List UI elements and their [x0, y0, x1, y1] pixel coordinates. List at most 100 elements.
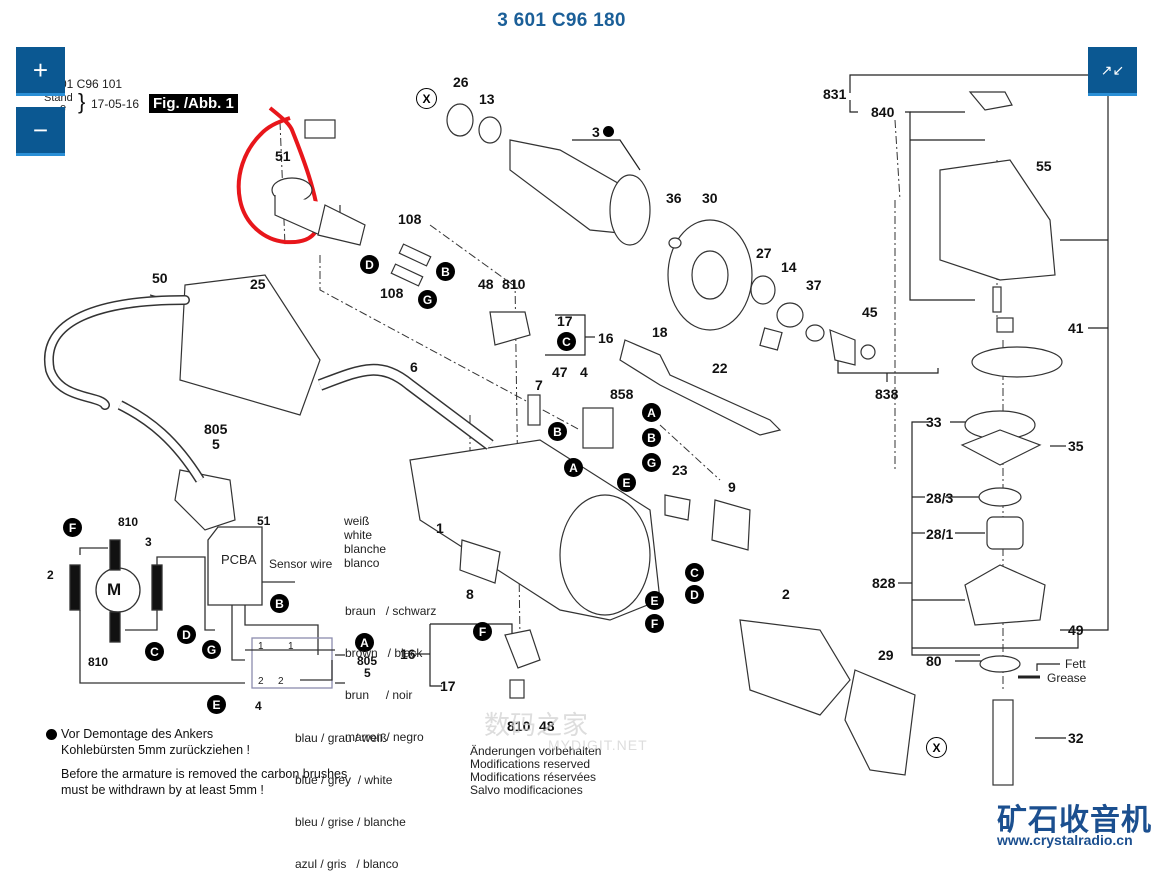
part-label: 840	[871, 104, 895, 120]
note-line: Kohlebürsten 5mm zurückziehen !	[61, 743, 250, 757]
part-label: 18	[652, 324, 668, 340]
part-label: 17	[557, 313, 573, 329]
part-label: 36	[666, 190, 682, 206]
part-label: 35	[1068, 438, 1084, 454]
cord-805-label: 805	[357, 654, 378, 668]
part-label: 22	[712, 360, 728, 376]
part-label: 831	[823, 86, 847, 102]
plug-5-label: 5	[364, 666, 371, 680]
wire-marker-e: E	[207, 695, 226, 714]
part-label: 30	[702, 190, 718, 206]
wiring-schematic	[69, 526, 345, 689]
note-line: Before the armature is removed the carbo…	[61, 767, 348, 781]
brace-glyph: }	[78, 89, 86, 114]
part-label: 29	[878, 647, 894, 663]
bullet-marker-icon	[46, 729, 57, 740]
part-label: 37	[806, 277, 822, 293]
part-25-cover	[179, 274, 321, 416]
red-annotation-circle	[236, 106, 321, 245]
part-label: 26	[453, 74, 469, 90]
zoom-out-button[interactable]: −	[16, 107, 65, 156]
part-label: 27	[756, 245, 772, 261]
wire-marker-d: D	[360, 255, 379, 274]
part-label: 45	[862, 304, 878, 320]
part-label: 55	[1036, 158, 1052, 174]
sensor-wire-label: Sensor wire	[269, 557, 333, 571]
wire-marker-f: F	[473, 622, 492, 641]
armature-removal-note-de: Vor Demontage des Ankers Kohlebürsten 5m…	[61, 726, 250, 758]
part-label: 13	[479, 91, 495, 107]
plus-icon: +	[32, 54, 49, 85]
part-51-capacitor	[304, 119, 336, 139]
wire-marker-c: C	[557, 332, 576, 351]
color-text: brun / noir	[345, 688, 413, 702]
part-label: 838	[875, 386, 899, 402]
note-line: Vor Demontage des Ankers	[61, 727, 214, 741]
part-label: 828	[872, 575, 896, 591]
part-label: 25	[250, 276, 266, 292]
grease-label-de: Fett	[1065, 657, 1086, 671]
figure-label: Fig. /Abb. 1	[149, 94, 238, 113]
x-reference-marker: X	[926, 737, 947, 758]
part-label: 858	[610, 386, 634, 402]
zoom-in-button[interactable]: +	[16, 47, 65, 96]
color-text: blanche	[344, 542, 387, 556]
part-label: 48	[539, 718, 555, 734]
color-text: blue / grey / white	[295, 773, 393, 787]
wire-marker-f: F	[63, 518, 82, 537]
part-label: 80	[926, 653, 942, 669]
part-label: 8	[466, 586, 474, 602]
wire-marker-b: B	[642, 428, 661, 447]
note-line: Modifications reserved	[470, 757, 591, 771]
collapse-view-button[interactable]: ↗↙	[1088, 47, 1137, 96]
part-label: 32	[1068, 730, 1084, 746]
part-label: 17	[440, 678, 456, 694]
wire-marker-a: A	[355, 633, 374, 652]
bracket-828	[911, 421, 980, 656]
part-label: 16	[400, 646, 416, 662]
part-label: 7	[535, 377, 543, 393]
pcba-label: PCBA	[221, 552, 257, 567]
part-label: 49	[1068, 622, 1084, 638]
part-label: 14	[781, 259, 797, 275]
part-label: 28/3	[926, 490, 954, 506]
part-label: 28/1	[926, 526, 954, 542]
wire-color-brown-black-legend: braun / schwarz brown / black brun / noi…	[345, 576, 436, 758]
bullet-marker-icon	[603, 126, 614, 137]
watermark-crystalradio-url: www.crystalradio.cn	[997, 832, 1133, 848]
wire-marker-a: A	[642, 403, 661, 422]
part-838-gear	[971, 346, 1063, 378]
terminal-label: 1	[258, 641, 264, 652]
part-label: 51	[275, 148, 291, 164]
color-text: azul / gris / blanco	[295, 857, 399, 871]
x-reference-marker: X	[416, 88, 437, 109]
wire-marker-d: D	[177, 625, 196, 644]
part-label: 5	[212, 436, 220, 452]
watermark-mydigit: 数码之家	[484, 710, 589, 740]
part-label: 6	[410, 359, 418, 375]
wire-marker-b: B	[436, 262, 455, 281]
bracket-840	[905, 111, 975, 301]
switch-4-label: 4	[255, 699, 262, 713]
part-label: 47	[552, 364, 568, 380]
part-29-guard	[844, 669, 916, 776]
part-label: 4	[580, 364, 588, 380]
wire-marker-d: D	[685, 585, 704, 604]
color-text: braun / schwarz	[345, 604, 437, 618]
terminal-label: 2	[278, 676, 284, 687]
part-5-plug	[174, 469, 236, 531]
watermark-mydigit-url: MYDIGIT.NET	[548, 737, 648, 753]
note-line: must be withdrawn by at least 5mm !	[61, 783, 264, 797]
part-label: 805	[204, 421, 228, 437]
part-2-stator	[739, 619, 851, 716]
part-label: 1	[436, 520, 444, 536]
color-text: marron / negro	[345, 730, 424, 744]
terminal-label: 1	[288, 641, 294, 652]
color-text: blau / grau / weiß	[295, 731, 388, 745]
part-4-switch	[582, 407, 614, 449]
part-label: 50	[152, 270, 168, 286]
wire-marker-f: F	[645, 614, 664, 633]
color-text: brown / black	[345, 646, 423, 660]
stator-2-label: 2	[47, 568, 54, 582]
part-label: 2	[782, 586, 790, 602]
